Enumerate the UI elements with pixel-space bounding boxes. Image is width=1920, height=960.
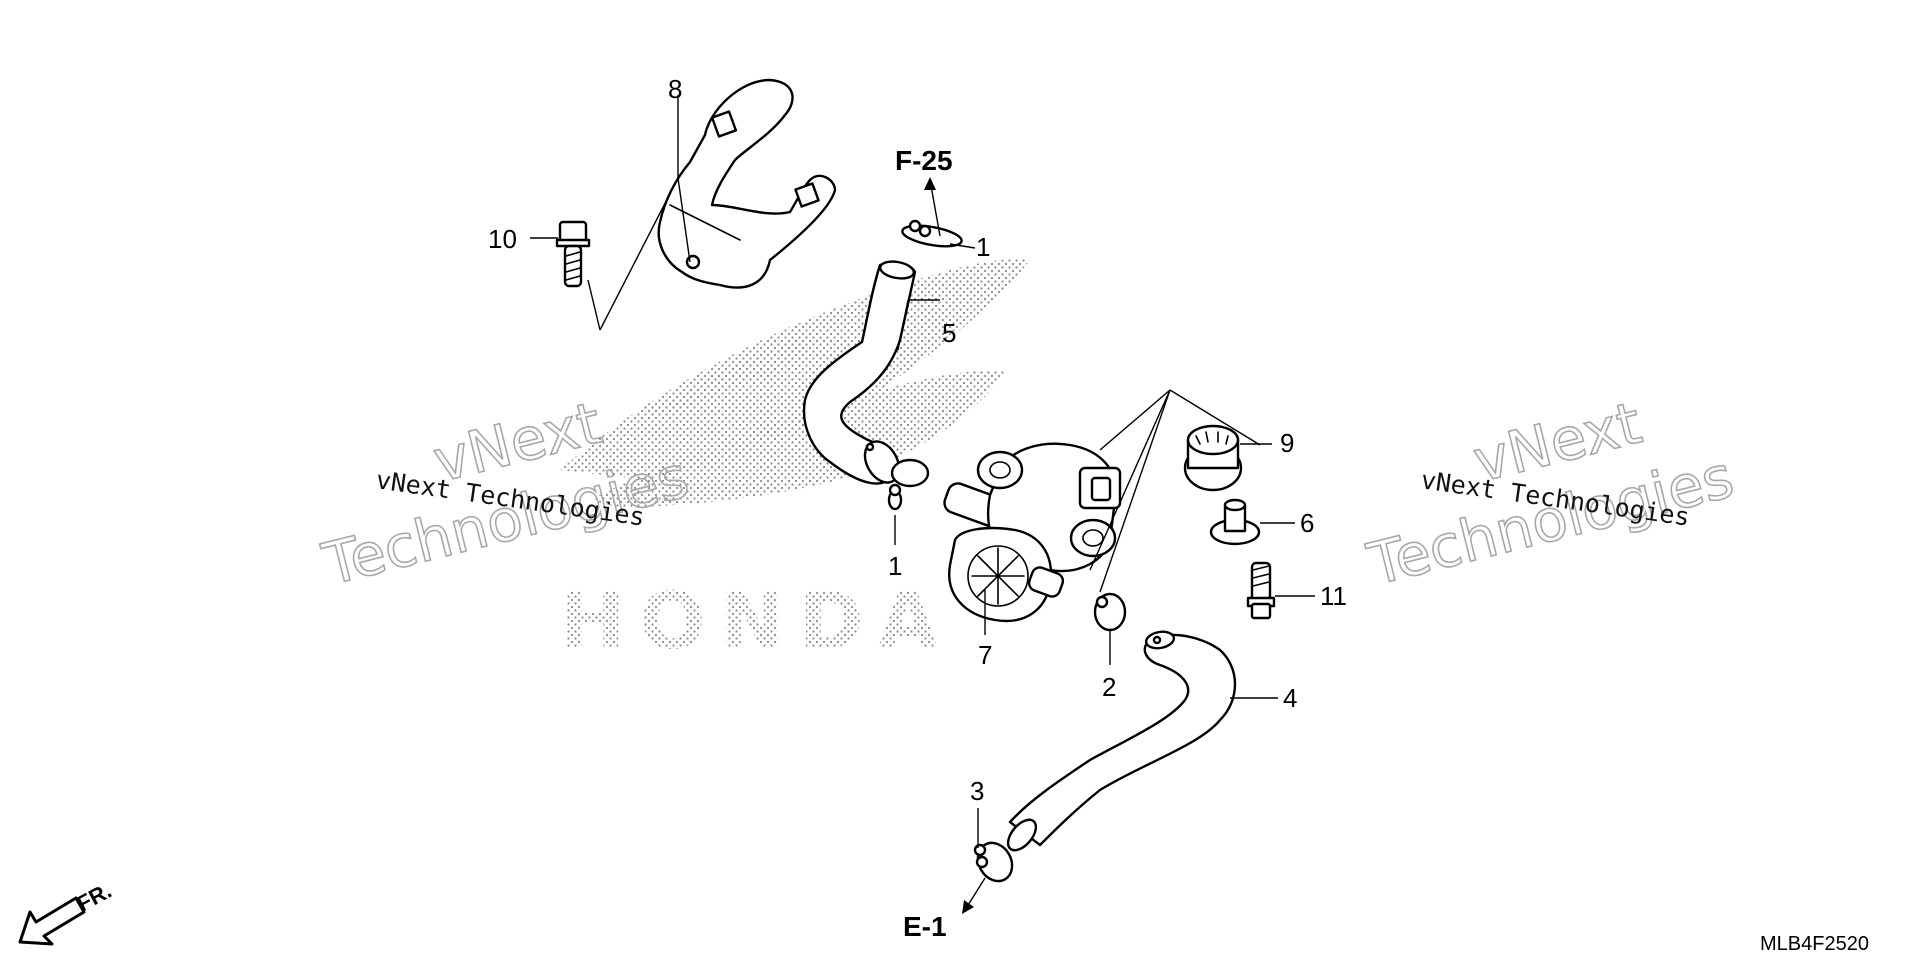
callout-5[interactable]: 5 <box>942 318 956 348</box>
honda-wing-watermark: HONDA <box>560 258 1030 667</box>
callout-1-left[interactable]: 1 <box>888 551 902 581</box>
part-4-lower-hose <box>1006 630 1237 852</box>
callout-11[interactable]: 11 <box>1320 581 1347 611</box>
front-direction-indicator: FR. <box>18 878 116 946</box>
honda-logo-text: HONDA <box>560 577 952 667</box>
callout-1-top[interactable]: 1 <box>976 232 990 262</box>
callout-4[interactable]: 4 <box>1283 683 1297 713</box>
part-2-clip <box>1093 592 1127 632</box>
part-11-bolt <box>1246 561 1276 620</box>
reference-e1[interactable]: E-1 <box>903 911 947 942</box>
part-8-bracket <box>657 78 837 289</box>
part-10-bolt <box>555 220 591 288</box>
part-7-control-valve <box>943 442 1122 623</box>
front-arrow-icon <box>18 896 86 946</box>
arrow-to-e1 <box>962 900 974 914</box>
callout-7[interactable]: 7 <box>978 640 992 670</box>
part-6-collar <box>1209 498 1261 546</box>
callouts: 8 10 1 5 1 7 9 6 11 2 4 3 <box>488 74 1347 806</box>
callout-6[interactable]: 6 <box>1300 508 1314 538</box>
callout-2[interactable]: 2 <box>1102 672 1116 702</box>
callout-10[interactable]: 10 <box>488 224 517 254</box>
document-code: MLB4F2520 <box>1760 933 1869 955</box>
leader-lines <box>530 95 1315 914</box>
part-1-clip-top <box>901 219 963 248</box>
callout-9[interactable]: 9 <box>1280 428 1294 458</box>
watermark-right: vNext Technologies vNext Technologies <box>1360 388 1741 600</box>
reference-f25[interactable]: F-25 <box>895 145 953 176</box>
part-9-grommet <box>1183 424 1243 492</box>
part-1-clip-left <box>887 458 930 511</box>
arrow-to-f25 <box>924 177 936 190</box>
callout-8[interactable]: 8 <box>668 74 682 104</box>
part-3-clip <box>973 841 1014 883</box>
callout-3[interactable]: 3 <box>970 776 984 806</box>
